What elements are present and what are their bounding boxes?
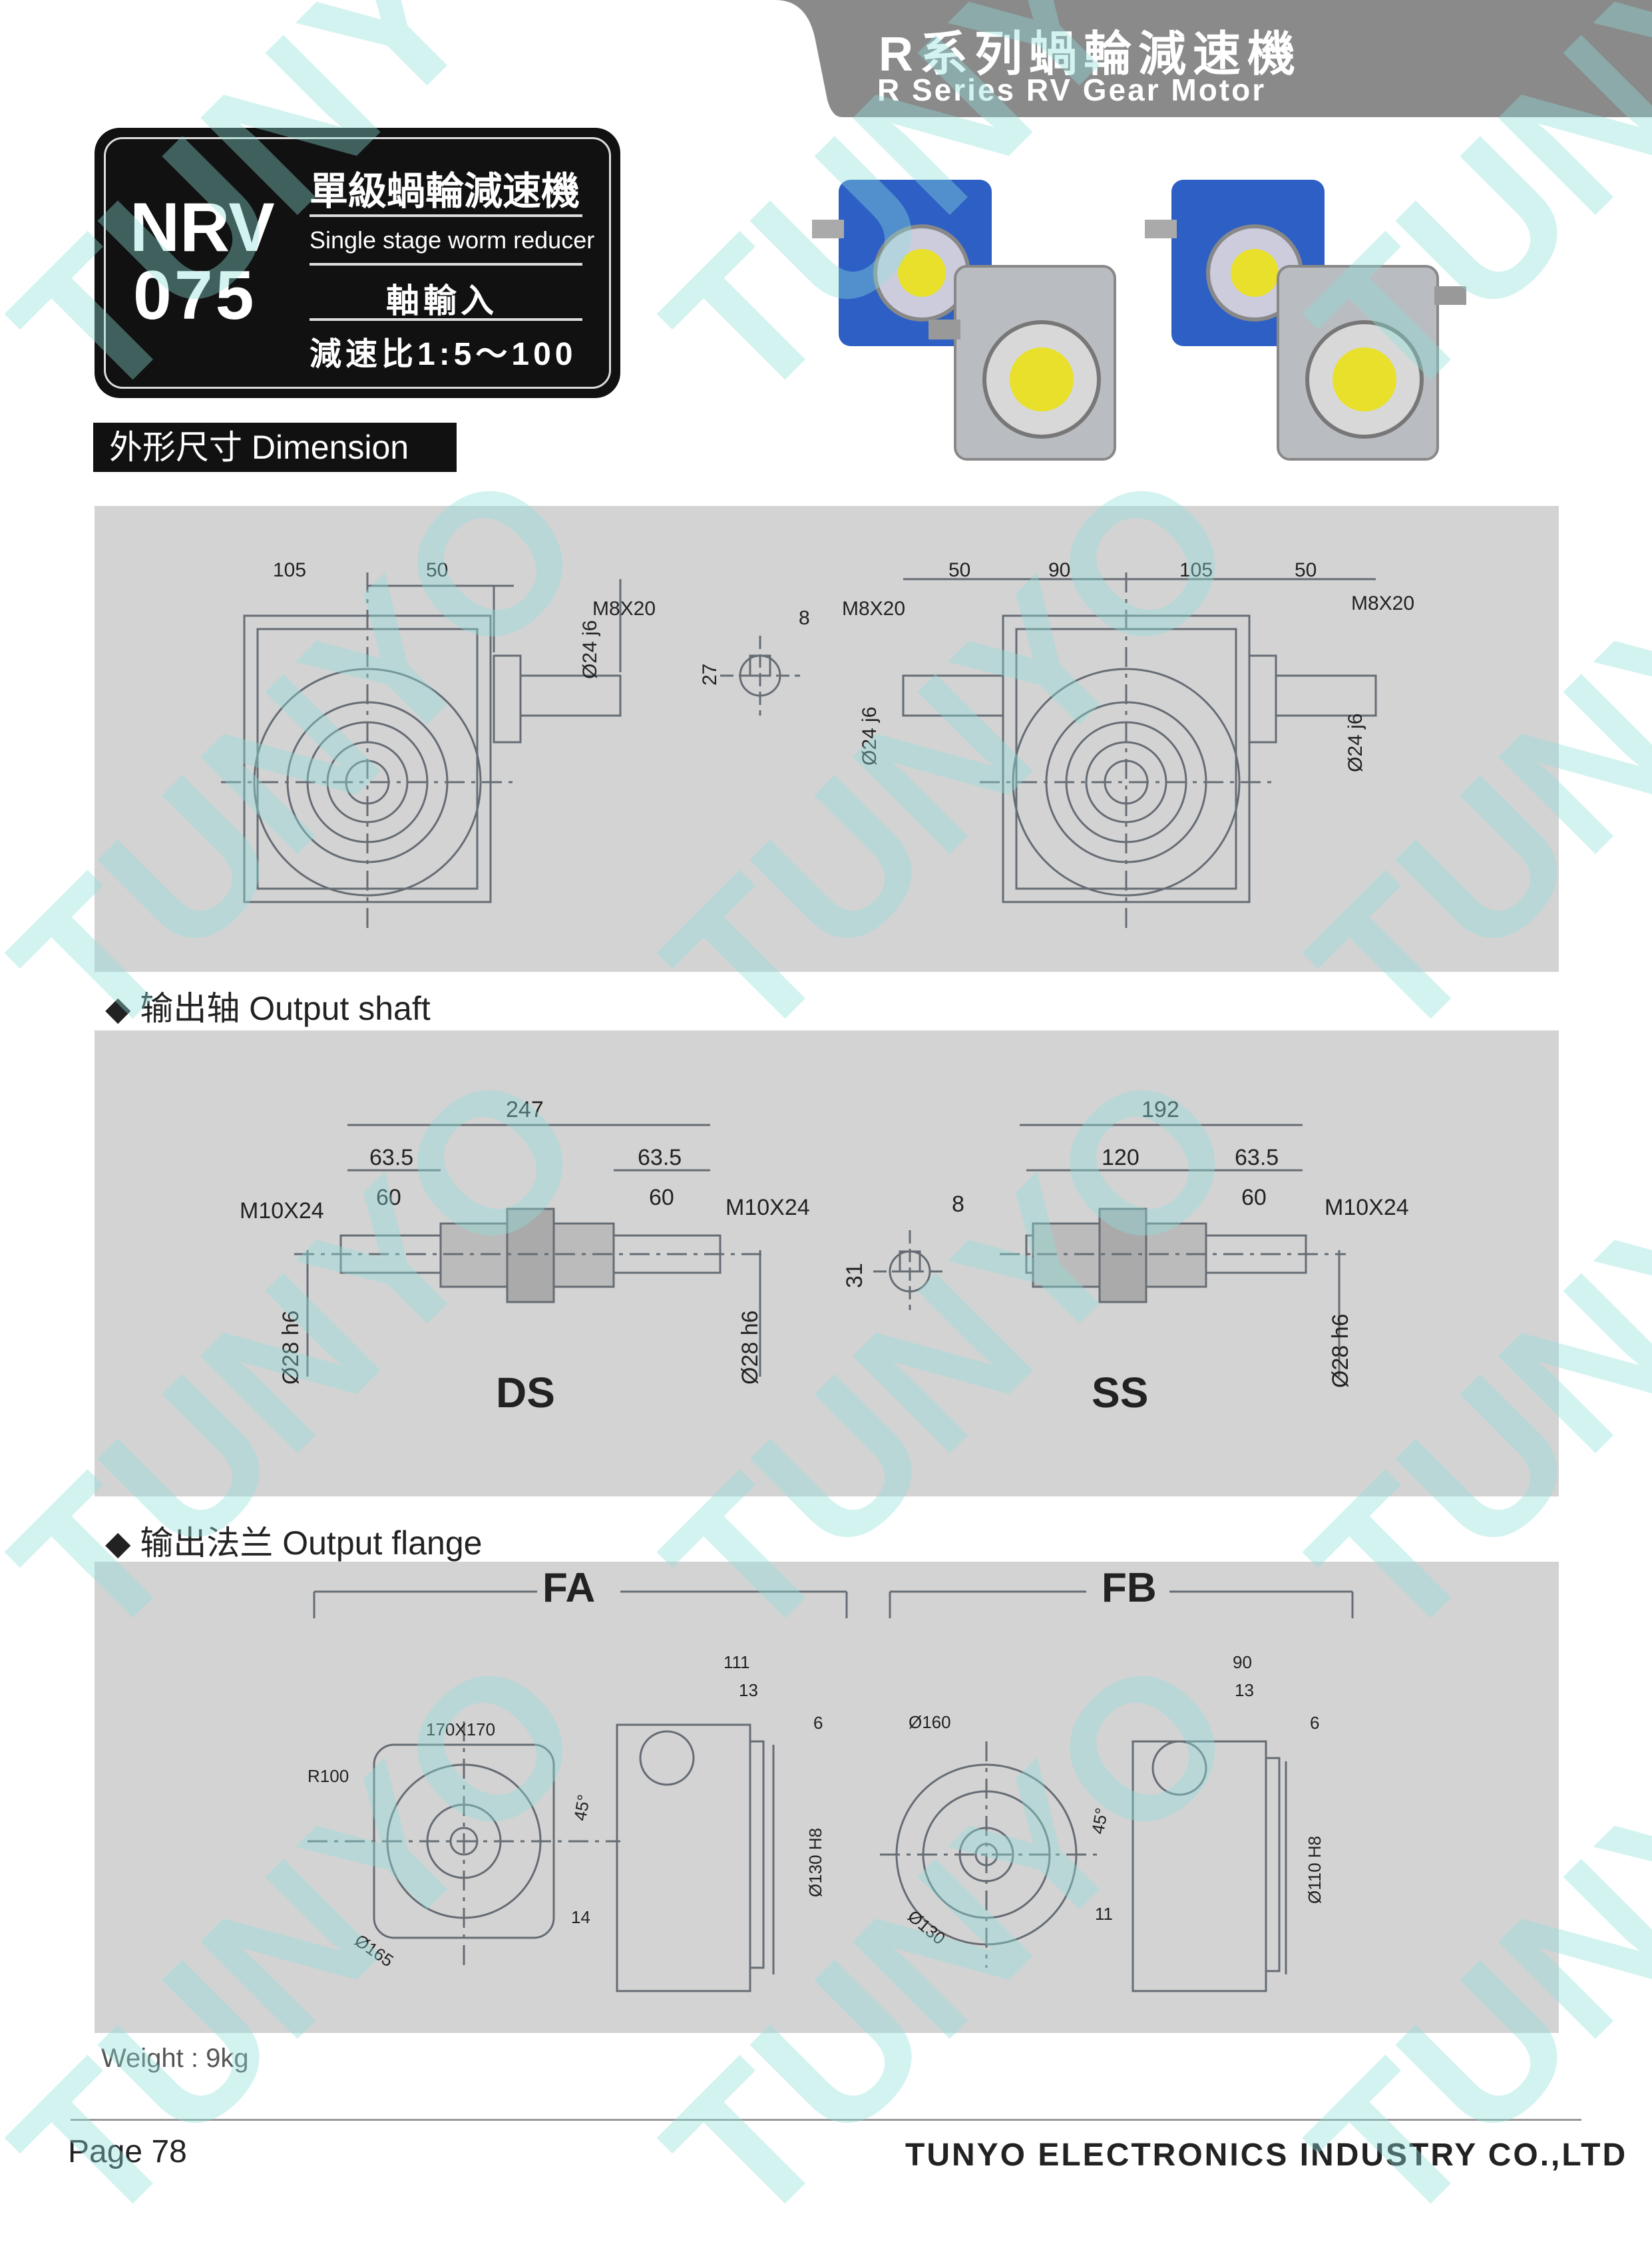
fa-spigot: Ø130 H8 (805, 1827, 825, 1897)
dim-50-rr: 50 (1295, 559, 1317, 581)
key-width: 8 (799, 607, 810, 629)
dim-105-r: 105 (1179, 559, 1213, 581)
dim-105: 105 (273, 559, 307, 581)
reducer-type-en: Single stage worm reducer (310, 226, 595, 254)
shaft-dia-left: Ø24 j6 (859, 706, 881, 766)
dim-50: 50 (426, 559, 449, 581)
product-photo (812, 180, 1466, 461)
output-shaft-panel (95, 1030, 1559, 1496)
ds-label: DS (496, 1369, 555, 1417)
weight-label: Weight : 9kg (101, 2044, 249, 2073)
key-detail-view-2 (873, 1230, 946, 1310)
ds-shaft-right: Ø28 h6 (737, 1310, 763, 1385)
ss-shaft: Ø28 h6 (1328, 1313, 1353, 1388)
input-type-cn: 軸輸入 (386, 282, 498, 320)
fa-label: FA (542, 1565, 596, 1611)
thread-label-right: M8X20 (1351, 592, 1415, 614)
thread-label-left: M8X20 (842, 598, 906, 620)
header-tab (755, 0, 1652, 117)
fa-flange-front (308, 1721, 620, 1968)
thread-label: M8X20 (592, 598, 656, 620)
shaft-ss-drawing (1000, 1124, 1346, 1377)
key-height: 27 (699, 663, 721, 686)
output-shaft-heading: ◆ 输出轴 Output shaft (105, 990, 431, 1027)
fa-depth-b: 6 (813, 1713, 823, 1733)
dimension-tag: 外形尺寸 Dimension (93, 423, 457, 472)
fb-label: FB (1102, 1565, 1157, 1611)
fa-hole: 14 (571, 1907, 590, 1927)
fb-depth-b: 6 (1310, 1713, 1320, 1733)
fb-hole: 11 (1095, 1904, 1113, 1924)
ss-left-a: 120 (1102, 1145, 1139, 1170)
dim-90: 90 (1048, 559, 1071, 581)
reducer-type-cn: 單級蝸輪減速機 (310, 170, 580, 213)
fb-outer: Ø160 (909, 1712, 951, 1732)
ds-thread-left: M10X24 (240, 1198, 324, 1224)
fa-square: 170X170 (426, 1719, 496, 1739)
ss-total: 192 (1141, 1097, 1179, 1122)
model-name-line1: NRV (130, 189, 275, 266)
output-flange-panel (95, 1562, 1559, 2033)
blue-reducer-left (812, 180, 992, 346)
footer-divider (71, 2119, 1581, 2121)
ds-total: 247 (506, 1097, 544, 1122)
ss-label: SS (1092, 1369, 1149, 1417)
ds-thread-right: M10X24 (725, 1195, 810, 1220)
fb-depth-a: 13 (1235, 1680, 1254, 1700)
fb-housing-side (1132, 1740, 1287, 1992)
ds-right-a: 63.5 (638, 1145, 682, 1170)
fa-depth-a: 13 (739, 1680, 758, 1700)
silver-reducer-right (1277, 265, 1466, 461)
housing-front-view-right (902, 572, 1377, 932)
shaft-dia-label: Ø24 j6 (579, 620, 601, 679)
shaft-ds-drawing (294, 1124, 767, 1377)
fa-radius: R100 (308, 1766, 349, 1786)
ss-right-b: 60 (1241, 1185, 1267, 1210)
output-flange-heading: ◆ 输出法兰 Output flange (105, 1524, 483, 1562)
ds-left-a: 63.5 (369, 1145, 414, 1170)
page-number: Page 78 (68, 2134, 187, 2169)
key2-width: 8 (952, 1192, 964, 1217)
fa-depth-total: 111 (723, 1652, 750, 1672)
fb-depth-total: 90 (1233, 1652, 1252, 1672)
ds-left-b: 60 (376, 1185, 401, 1210)
ss-thread: M10X24 (1325, 1195, 1409, 1220)
dimension-panel (95, 506, 1559, 972)
shaft-dia-right: Ø24 j6 (1344, 713, 1366, 772)
ds-shaft-left: Ø28 h6 (278, 1310, 304, 1385)
key2-height: 31 (842, 1263, 867, 1288)
fb-flange-front (880, 1741, 1100, 1968)
model-name-line2: 075 (133, 257, 257, 334)
header-title-cn: R系列蝸輪減速機 (879, 28, 1302, 81)
dim-50-r: 50 (948, 559, 971, 581)
fb-spigot: Ø110 H8 (1305, 1835, 1325, 1904)
housing-front-view-left (221, 572, 622, 932)
key-detail-view (720, 636, 800, 716)
ds-right-b: 60 (649, 1185, 674, 1210)
silver-reducer-left (929, 265, 1116, 461)
header-title-en: R Series RV Gear Motor (877, 73, 1267, 107)
company-name: TUNYO ELECTRONICS INDUSTRY CO.,LTD (905, 2137, 1628, 2173)
ratio-range: 減速比1:5～100 (310, 337, 577, 372)
ss-right-a: 63.5 (1235, 1145, 1279, 1170)
fa-housing-side (616, 1723, 775, 1992)
